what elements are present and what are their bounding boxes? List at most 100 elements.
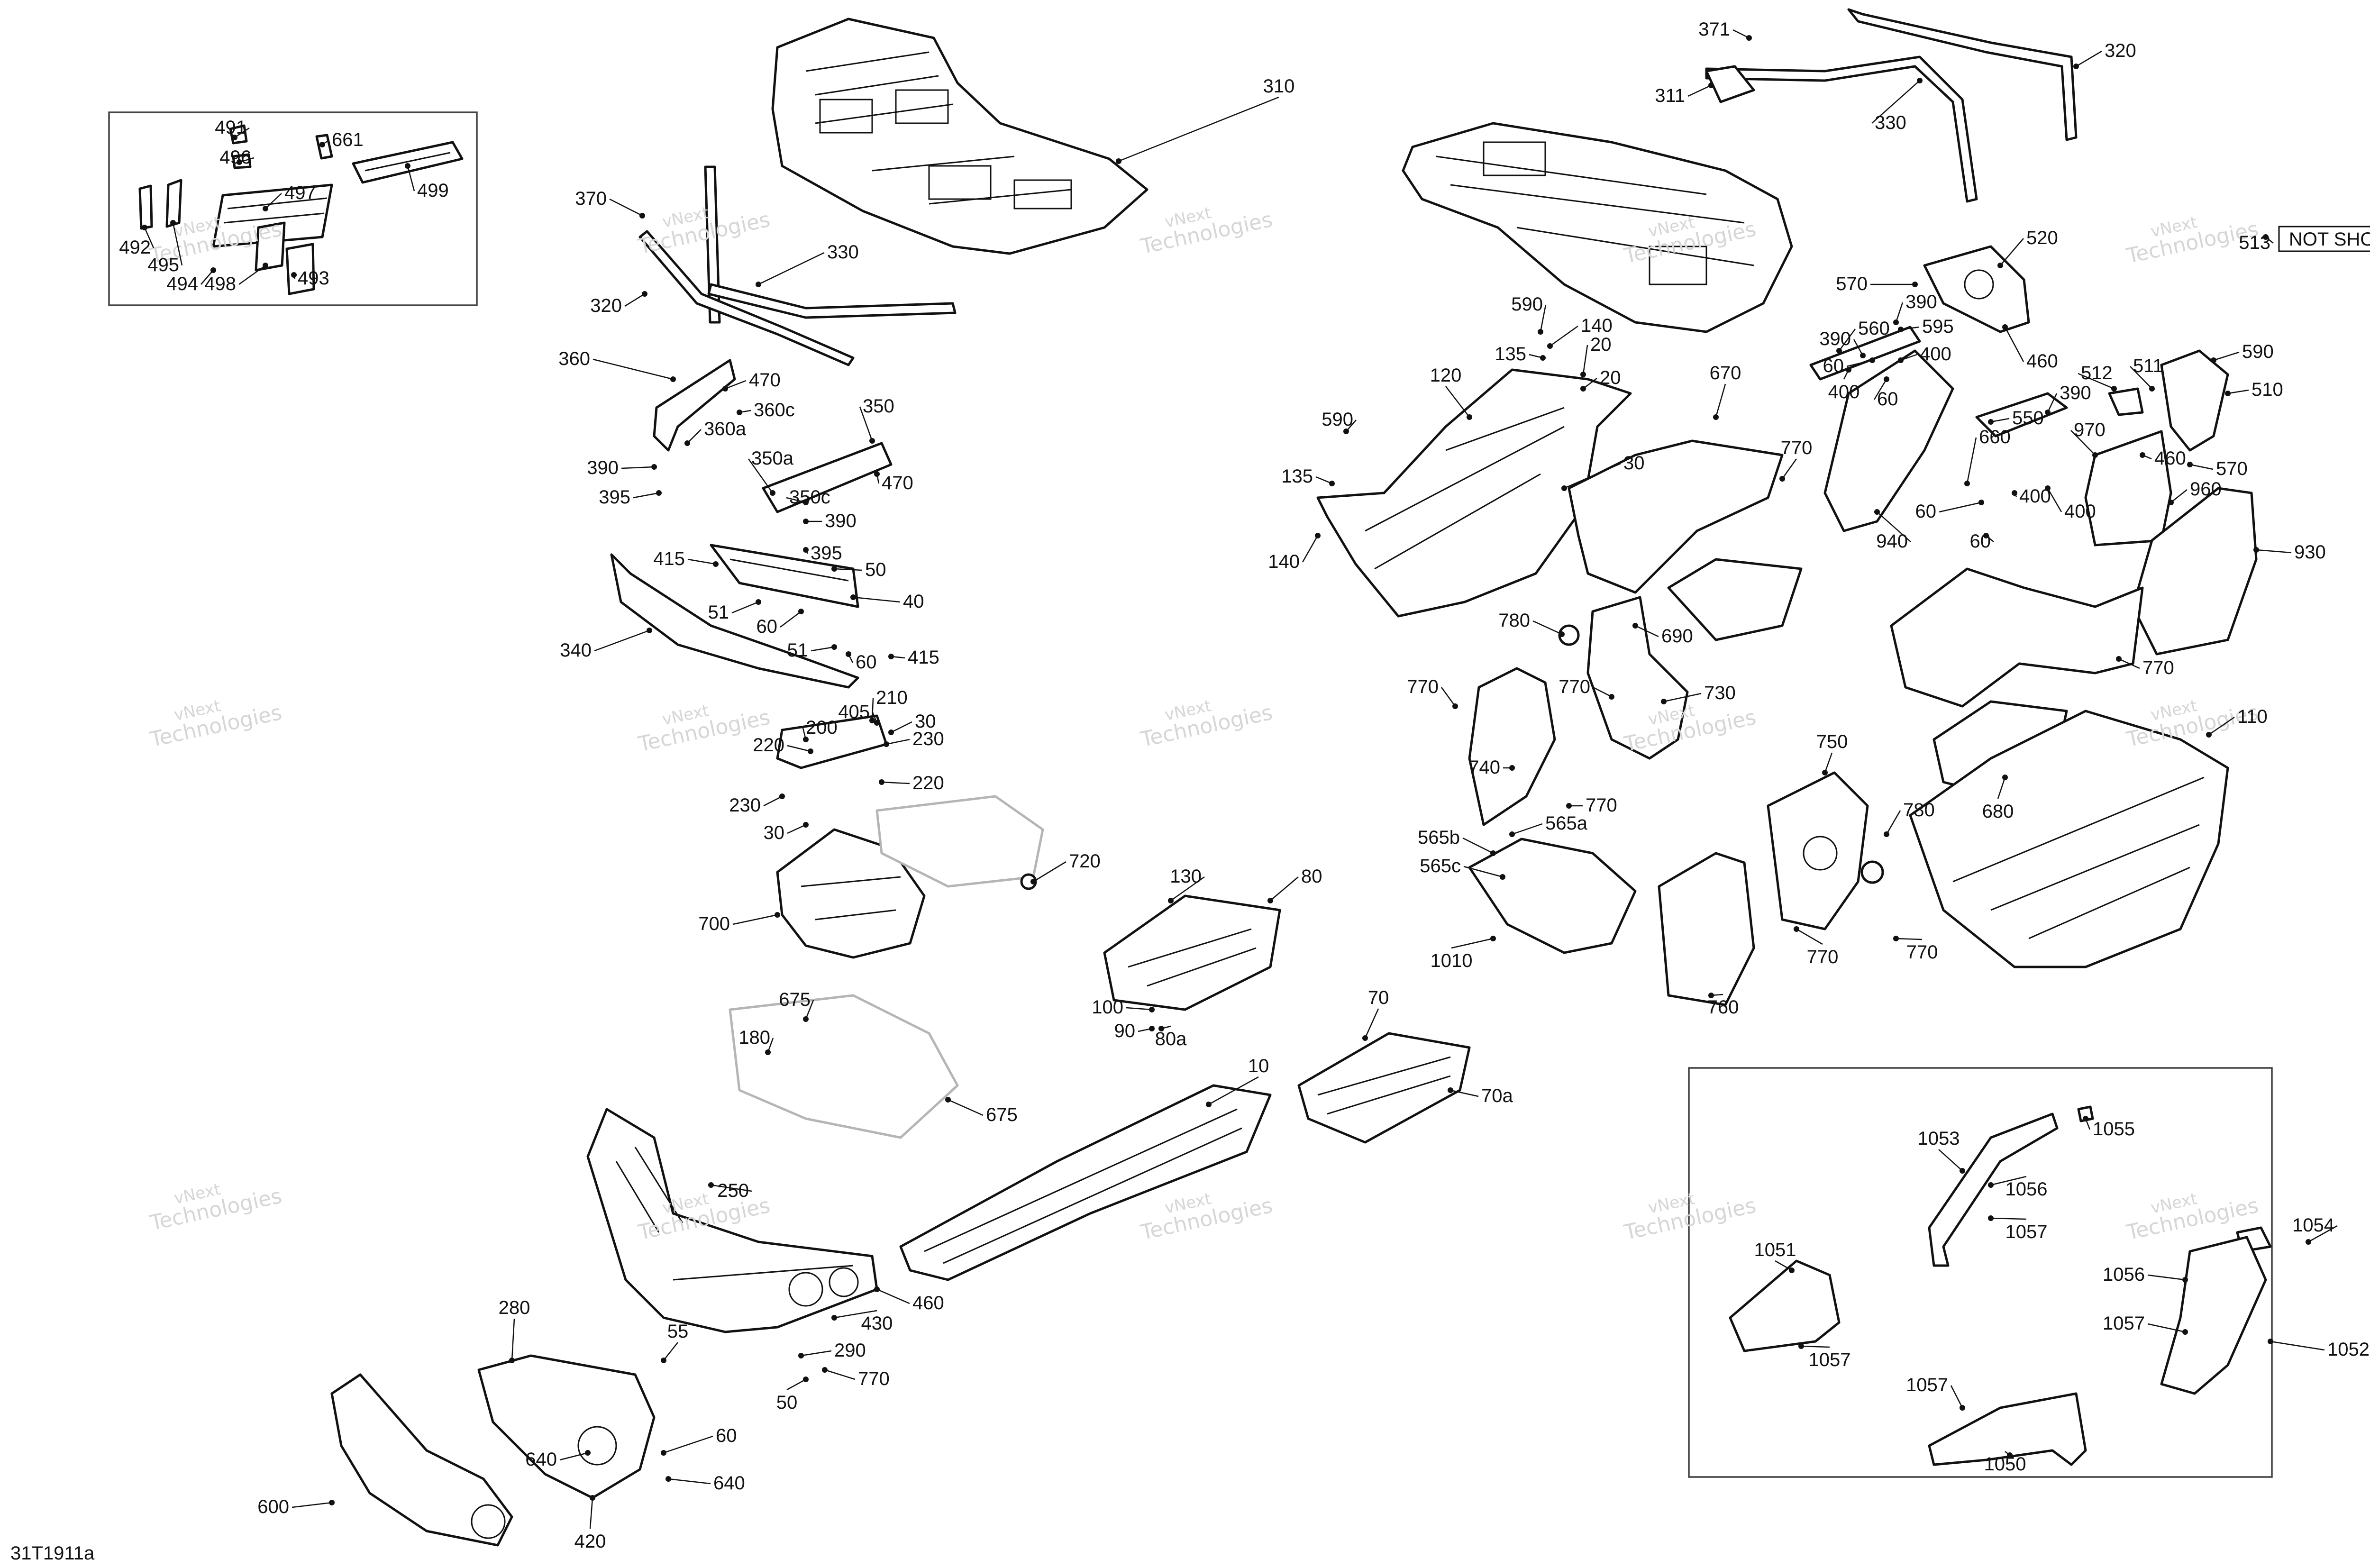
leader-line [834, 1310, 877, 1319]
callout-label-400: 400 [2064, 501, 2096, 522]
callout-label-1057: 1057 [2103, 1313, 2145, 1334]
fastener-dot [1960, 1405, 1965, 1411]
callout-label-60: 60 [1915, 501, 1937, 522]
part-1052 [2160, 1236, 2267, 1395]
leader-line [1873, 379, 1887, 400]
fastener-dot [405, 163, 410, 169]
leader-line [2170, 489, 2188, 503]
part-670 [1568, 439, 1784, 594]
fastener-dot [888, 729, 894, 735]
fastener-dot [329, 1500, 335, 1505]
callout-label-1057: 1057 [1906, 1375, 1948, 1395]
callout-label-420: 420 [574, 1531, 606, 1552]
fastener-dot [2225, 391, 2231, 396]
fastener-dot [1661, 699, 1667, 704]
inset-box-small-parts [108, 111, 478, 306]
leader-line [2270, 1340, 2325, 1351]
callout-label-135: 135 [1281, 466, 1313, 487]
leader-line [787, 745, 811, 752]
part-730 [1586, 596, 1689, 760]
fastener-dot [647, 628, 652, 633]
fastener-dot [1168, 898, 1174, 903]
leader-line [687, 429, 702, 444]
leader-line [1170, 876, 1205, 902]
leader-line [1593, 686, 1612, 698]
part-360 [653, 359, 736, 452]
callout-label-400: 400 [1920, 344, 1951, 365]
fastener-dot [2168, 500, 2174, 505]
fastener-dot [2253, 547, 2259, 553]
leader-line [859, 406, 873, 441]
leader-line [592, 358, 674, 380]
fastener-dot [1997, 263, 2003, 268]
leader-line [780, 611, 802, 628]
part-330-rear-tube [1705, 55, 1978, 203]
callout-label-310: 310 [1263, 76, 1295, 97]
fastener-dot [1917, 78, 1923, 83]
callout-label-390: 390 [2060, 383, 2091, 403]
fastener-dot [170, 220, 176, 226]
callout-label-512: 512 [2081, 363, 2113, 383]
fastener-dot [874, 1286, 880, 1292]
part-520 [1923, 245, 2030, 333]
fastener-dot [770, 490, 775, 496]
leader-line [871, 698, 874, 721]
fastener-dot [1779, 476, 1785, 482]
part-1051 [1729, 1259, 1841, 1352]
callout-label-415: 415 [908, 647, 939, 668]
callout-label-60: 60 [1877, 389, 1898, 410]
callout-label-590: 590 [1511, 294, 1543, 315]
leader-line [811, 646, 835, 652]
leader-line [1877, 511, 1911, 542]
part-550 [1975, 392, 2068, 438]
fastener-dot [1490, 850, 1496, 856]
fastener-dot [642, 291, 647, 297]
callout-label-400: 400 [1828, 382, 1860, 402]
leader-line [1463, 866, 1503, 878]
leader-line [234, 127, 250, 138]
leader-line [201, 270, 214, 285]
not-shown-box [2278, 226, 2370, 252]
callout-label-690: 690 [1661, 626, 1693, 647]
part-80 [1103, 894, 1281, 1011]
leader-line [144, 227, 155, 248]
fastener-dot [2045, 410, 2051, 415]
callout-label-1010: 1010 [1431, 950, 1473, 971]
fastener-dot [2149, 386, 2155, 392]
center-console-assembly [1316, 326, 2258, 1006]
leader-line [805, 1000, 814, 1020]
leader-line [1886, 810, 1901, 835]
part-1053 [1928, 1112, 2059, 1267]
callout-label-940: 940 [1876, 531, 1908, 552]
callout-label-320: 320 [590, 295, 622, 316]
callout-label-55: 55 [667, 1321, 689, 1342]
leader-line [881, 781, 910, 784]
fastener-dot [2111, 386, 2117, 392]
callout-label-330: 330 [827, 242, 859, 263]
fastener-dot [2002, 775, 2008, 780]
leader-line [1938, 1149, 1963, 1171]
part-780-lower [1860, 860, 1884, 884]
leader-line [663, 1342, 678, 1361]
callout-label-371: 371 [1698, 19, 1730, 40]
callout-label-780: 780 [1903, 800, 1935, 820]
callout-label-370: 370 [575, 188, 607, 209]
leader-line [2227, 389, 2249, 394]
part-1055 [2077, 1105, 2094, 1122]
leader-line [1550, 325, 1578, 347]
callout-label-390: 390 [825, 511, 857, 531]
fastener-dot [684, 440, 690, 446]
fastener-dot [2045, 485, 2051, 491]
callout-label-20: 20 [1600, 367, 1621, 388]
part-120-center-console [1316, 368, 1632, 618]
leader-line [265, 193, 282, 209]
fastener-dot [1540, 355, 1546, 361]
fastener-dot [1836, 348, 1842, 354]
callout-label-460: 460 [912, 1293, 944, 1313]
callout-label-60: 60 [716, 1425, 737, 1446]
callout-label-675: 675 [986, 1104, 1018, 1125]
leader-line [1900, 354, 1917, 361]
fastener-dot [1798, 1343, 1804, 1349]
